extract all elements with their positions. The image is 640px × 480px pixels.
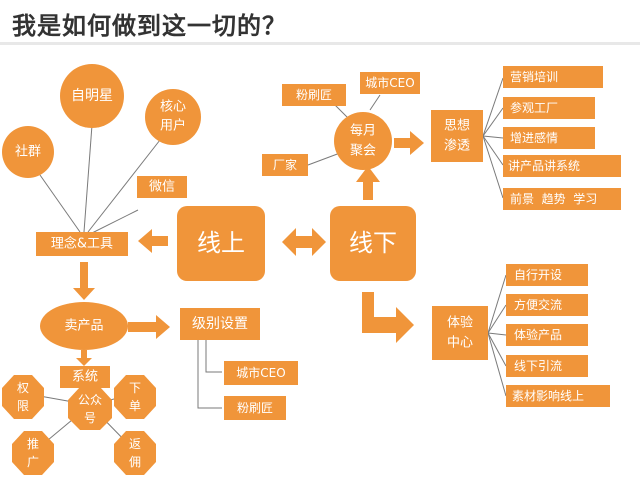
svg-text:权: 权 [17,381,29,395]
svg-text:广: 广 [27,455,39,469]
experience-item: 素材影响线上 [512,388,584,403]
experience-item: 体验产品 [514,327,562,342]
svg-text:渗透: 渗透 [444,139,470,154]
mindset-item-bg [503,97,595,119]
mindset-item: 增进感情 [510,130,558,145]
node-concept-tools: 理念&工具 [36,232,128,256]
node-public-account: 公众 号 [68,387,112,430]
arrow-meetup-to-mindset [394,131,424,155]
node-online: 线上 [177,206,265,281]
svg-text:用户: 用户 [160,118,186,134]
node-promote: 推 广 [12,431,54,475]
svg-text:聚会: 聚会 [350,144,376,159]
arrow-offline-to-experience [362,292,414,343]
svg-text:城市CEO: 城市CEO [365,75,414,90]
experience-list: 自行开设 方便交流 体验产品 线下引流 素材影响线上 [506,264,610,407]
flow-arrows [73,131,424,366]
mindset-item-bg [503,66,603,88]
svg-text:号: 号 [84,411,96,425]
page-title: 我是如何做到这一切的？ [12,12,287,40]
title-bar: 我是如何做到这一切的？ [0,0,640,46]
node-system: 系统 [60,366,110,388]
arrow-online-offline [282,228,326,256]
svg-text:自明星: 自明星 [71,88,113,104]
mindset-item: 营销培训 [510,69,558,84]
svg-text:单: 单 [129,399,141,413]
svg-text:公众: 公众 [78,393,102,407]
svg-text:理念&工具: 理念&工具 [51,236,113,252]
node-authority: 权 限 [2,375,44,419]
svg-text:系统: 系统 [72,370,98,385]
experience-item-bg [506,355,588,377]
experience-item: 线下引流 [514,359,562,373]
mindset-item-bg [503,188,621,210]
svg-text:每月: 每月 [350,123,376,139]
node-social-group: 社群 [2,126,54,178]
node-level-setting: 级别设置 [180,308,260,340]
mindset-list: 营销培训 参观工厂 增进感情 讲产品讲系统 前景 趋势 学习 [503,66,621,210]
arrow-concept-to-sell [73,262,95,300]
mindset-item: 讲产品讲系统 [508,158,580,173]
arrow-sell-to-system [76,350,92,366]
arrow-online-to-concept [138,229,168,253]
experience-item-bg [506,385,610,407]
svg-text:下: 下 [129,381,141,395]
svg-text:社群: 社群 [15,144,41,160]
node-self-star: 自明星 [60,64,124,128]
svg-text:限: 限 [17,399,29,413]
svg-text:返: 返 [129,437,141,451]
svg-text:微信: 微信 [149,180,175,195]
arrow-sell-to-level [128,315,170,339]
experience-connectors [487,274,507,397]
experience-item-bg [506,294,588,316]
svg-text:线下: 线下 [349,229,397,257]
svg-text:体验: 体验 [447,315,473,331]
svg-text:核心: 核心 [160,100,186,115]
mindset-item-bg [503,155,621,177]
experience-item-bg [506,264,588,286]
node-offline: 线下 [330,206,416,281]
svg-text:线上: 线上 [197,229,245,257]
svg-text:粉刷匠: 粉刷匠 [237,401,273,415]
mindset-connectors [482,77,504,199]
node-factory: 厂家 [262,154,308,176]
svg-text:粉刷匠: 粉刷匠 [296,88,332,102]
node-meetup-city-ceo: 城市CEO [360,72,420,94]
experience-item-bg [506,324,588,346]
svg-text:厂家: 厂家 [273,157,297,172]
svg-text:中心: 中心 [447,336,473,351]
node-wechat: 微信 [137,176,187,198]
mindset-item: 参观工厂 [510,100,558,115]
svg-text:城市CEO: 城市CEO [236,365,285,380]
node-sell-product: 卖产品 [40,302,128,350]
svg-text:卖产品: 卖产品 [64,319,103,334]
svg-text:思想: 思想 [444,118,470,134]
node-mindset: 思想 渗透 [431,110,483,162]
title-divider [0,42,640,45]
experience-item: 自行开设 [514,268,562,282]
arrow-offline-to-meetup [356,166,380,200]
node-level-powder: 粉刷匠 [224,396,286,420]
mindset-item: 前景 趋势 学习 [510,191,597,206]
node-core-users: 核心 用户 [145,89,201,145]
svg-text:佣: 佣 [129,455,141,469]
svg-text:级别设置: 级别设置 [192,316,248,332]
node-rebate: 返 佣 [114,431,156,475]
node-order: 下 单 [114,375,156,419]
node-level-city-ceo: 城市CEO [224,361,298,385]
node-monthly-meetup: 每月 聚会 [334,112,392,170]
node-meetup-powder: 粉刷匠 [282,84,346,106]
experience-item: 方便交流 [514,297,562,312]
node-experience-center: 体验 中心 [432,306,488,360]
svg-text:推: 推 [27,437,39,451]
mindset-item-bg [503,127,595,149]
